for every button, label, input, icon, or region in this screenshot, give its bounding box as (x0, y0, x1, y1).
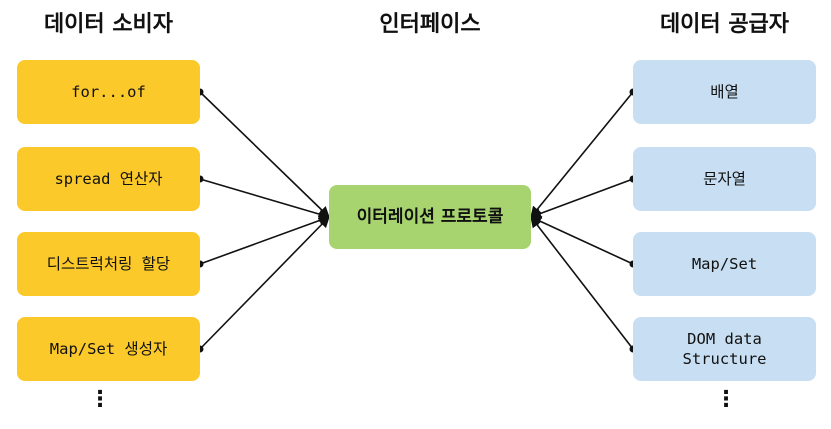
arrow-consumer-2 (199, 178, 331, 220)
provider-heading: 데이터 공급자 (659, 12, 790, 37)
arrow-provider-4 (530, 216, 634, 350)
provider-box-dom-data-structure: DOM data Structure (633, 317, 816, 381)
provider-box-string: 문자열 (633, 147, 816, 211)
arrow-provider-3 (529, 216, 634, 265)
interface-box-iteration-protocol: 이터레이션 프로토콜 (329, 185, 531, 249)
consumer-ellipsis: ⋮ (89, 387, 111, 412)
consumer-box-for-of: for...of (17, 60, 200, 124)
consumer-box-destructuring: 디스트럭처링 할당 (17, 232, 200, 296)
arrow-provider-2 (529, 178, 634, 219)
arrow-provider-1 (530, 91, 634, 218)
consumer-box-map-set-constructor: Map/Set 생성자 (17, 317, 200, 381)
provider-box-map-set: Map/Set (633, 232, 816, 296)
provider-ellipsis: ⋮ (715, 387, 737, 412)
arrow-consumer-3 (199, 215, 331, 265)
consumer-box-spread: spread 연산자 (17, 147, 200, 211)
provider-box-array: 배열 (633, 60, 816, 124)
consumer-heading: 데이터 소비자 (43, 12, 174, 37)
interface-heading: 인터페이스 (379, 12, 481, 37)
arrow-consumer-4 (199, 216, 330, 350)
arrow-consumer-1 (199, 91, 330, 218)
